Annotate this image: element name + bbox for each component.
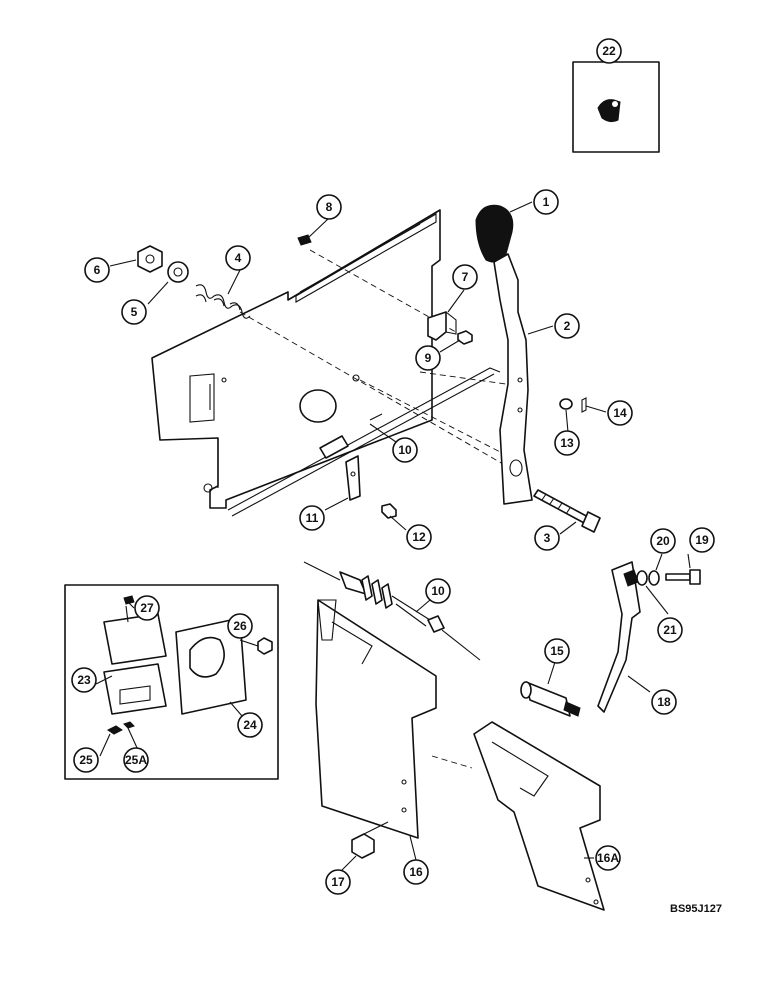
nut-9 [457, 330, 473, 345]
callout-24: 24 [237, 712, 263, 738]
inset-box-cover [64, 584, 279, 780]
nut-6 [137, 245, 163, 273]
callout-25: 25 [73, 747, 99, 773]
callout-11-label: 11 [306, 511, 319, 525]
callout-11: 11 [299, 505, 325, 531]
mounting-plate [151, 209, 441, 509]
callout-1-label: 1 [543, 195, 550, 209]
callout-21-label: 21 [663, 623, 677, 637]
callout-2-label: 2 [564, 319, 571, 333]
callout-12: 12 [406, 524, 432, 550]
figure-reference-code: BS95J127 [670, 903, 722, 915]
bracket-7 [427, 311, 457, 341]
clip-22 [597, 99, 621, 123]
callout-2: 2 [554, 313, 580, 339]
cover-16 [315, 599, 437, 839]
callout-6-label: 6 [94, 263, 101, 277]
callout-18: 18 [651, 689, 677, 715]
cable-upper [227, 367, 501, 517]
inset-box-clip [572, 61, 660, 153]
callout-16a: 16A [595, 845, 621, 871]
callout-27: 27 [134, 595, 160, 621]
callout-24-label: 24 [243, 718, 257, 732]
callout-10-upper-label: 10 [398, 443, 412, 457]
cover-16a [473, 721, 605, 911]
callout-7: 7 [452, 264, 478, 290]
callout-15-label: 15 [550, 644, 564, 658]
washer-21 [636, 570, 648, 586]
callout-12-label: 12 [412, 530, 426, 544]
callout-10-upper: 10 [392, 437, 418, 463]
screw-19 [665, 569, 701, 585]
washer-20 [648, 570, 660, 586]
callout-10-lower: 10 [425, 578, 451, 604]
callout-3: 3 [534, 525, 560, 551]
callout-15: 15 [544, 638, 570, 664]
callout-16: 16 [403, 859, 429, 885]
callout-3-label: 3 [544, 531, 551, 545]
callout-5-label: 5 [131, 305, 138, 319]
callout-14-label: 14 [613, 406, 627, 420]
callout-4-label: 4 [235, 251, 242, 265]
switch-15 [520, 681, 581, 717]
callout-25-label: 25 [79, 753, 93, 767]
pin-14 [581, 397, 587, 413]
callout-26: 26 [227, 613, 253, 639]
cable-lower [303, 561, 481, 661]
washer-5 [167, 261, 189, 283]
screw-12 [381, 503, 397, 519]
knob-1 [475, 204, 514, 263]
callout-13-label: 13 [560, 436, 574, 450]
callout-20: 20 [650, 528, 676, 554]
callout-16-label: 16 [409, 865, 423, 879]
lever-2 [493, 253, 533, 505]
callout-19-label: 19 [695, 533, 709, 547]
leader-lines [95, 201, 691, 875]
callout-14: 14 [607, 400, 633, 426]
callout-17-label: 17 [331, 875, 345, 889]
callout-27-label: 27 [140, 601, 154, 615]
callout-10-lower-label: 10 [431, 584, 445, 598]
callout-21: 21 [657, 617, 683, 643]
callout-9-label: 9 [425, 351, 432, 365]
spring-4 [195, 284, 251, 319]
callout-9: 9 [415, 345, 441, 371]
callout-20-label: 20 [656, 534, 670, 548]
callout-23-label: 23 [77, 673, 91, 687]
callout-8-label: 8 [326, 200, 333, 214]
callout-13: 13 [554, 430, 580, 456]
callout-1: 1 [533, 189, 559, 215]
callout-7-label: 7 [462, 270, 469, 284]
callout-22-label: 22 [602, 44, 616, 58]
callout-22: 22 [596, 38, 622, 64]
callout-6: 6 [84, 257, 110, 283]
callout-17: 17 [325, 869, 351, 895]
callout-18-label: 18 [657, 695, 671, 709]
callout-19: 19 [689, 527, 715, 553]
callout-26-label: 26 [233, 619, 247, 633]
callout-16a-label: 16A [597, 851, 619, 865]
clamp-11 [345, 455, 361, 501]
bracket-18 [597, 561, 641, 713]
callout-25a-label: 25A [125, 753, 147, 767]
callout-23: 23 [71, 667, 97, 693]
callout-5: 5 [121, 299, 147, 325]
bolt-3 [533, 489, 601, 533]
callout-4: 4 [225, 245, 251, 271]
callout-8: 8 [316, 194, 342, 220]
bolt-17 [351, 821, 389, 859]
callout-25a: 25A [123, 747, 149, 773]
washer-13 [559, 398, 573, 410]
